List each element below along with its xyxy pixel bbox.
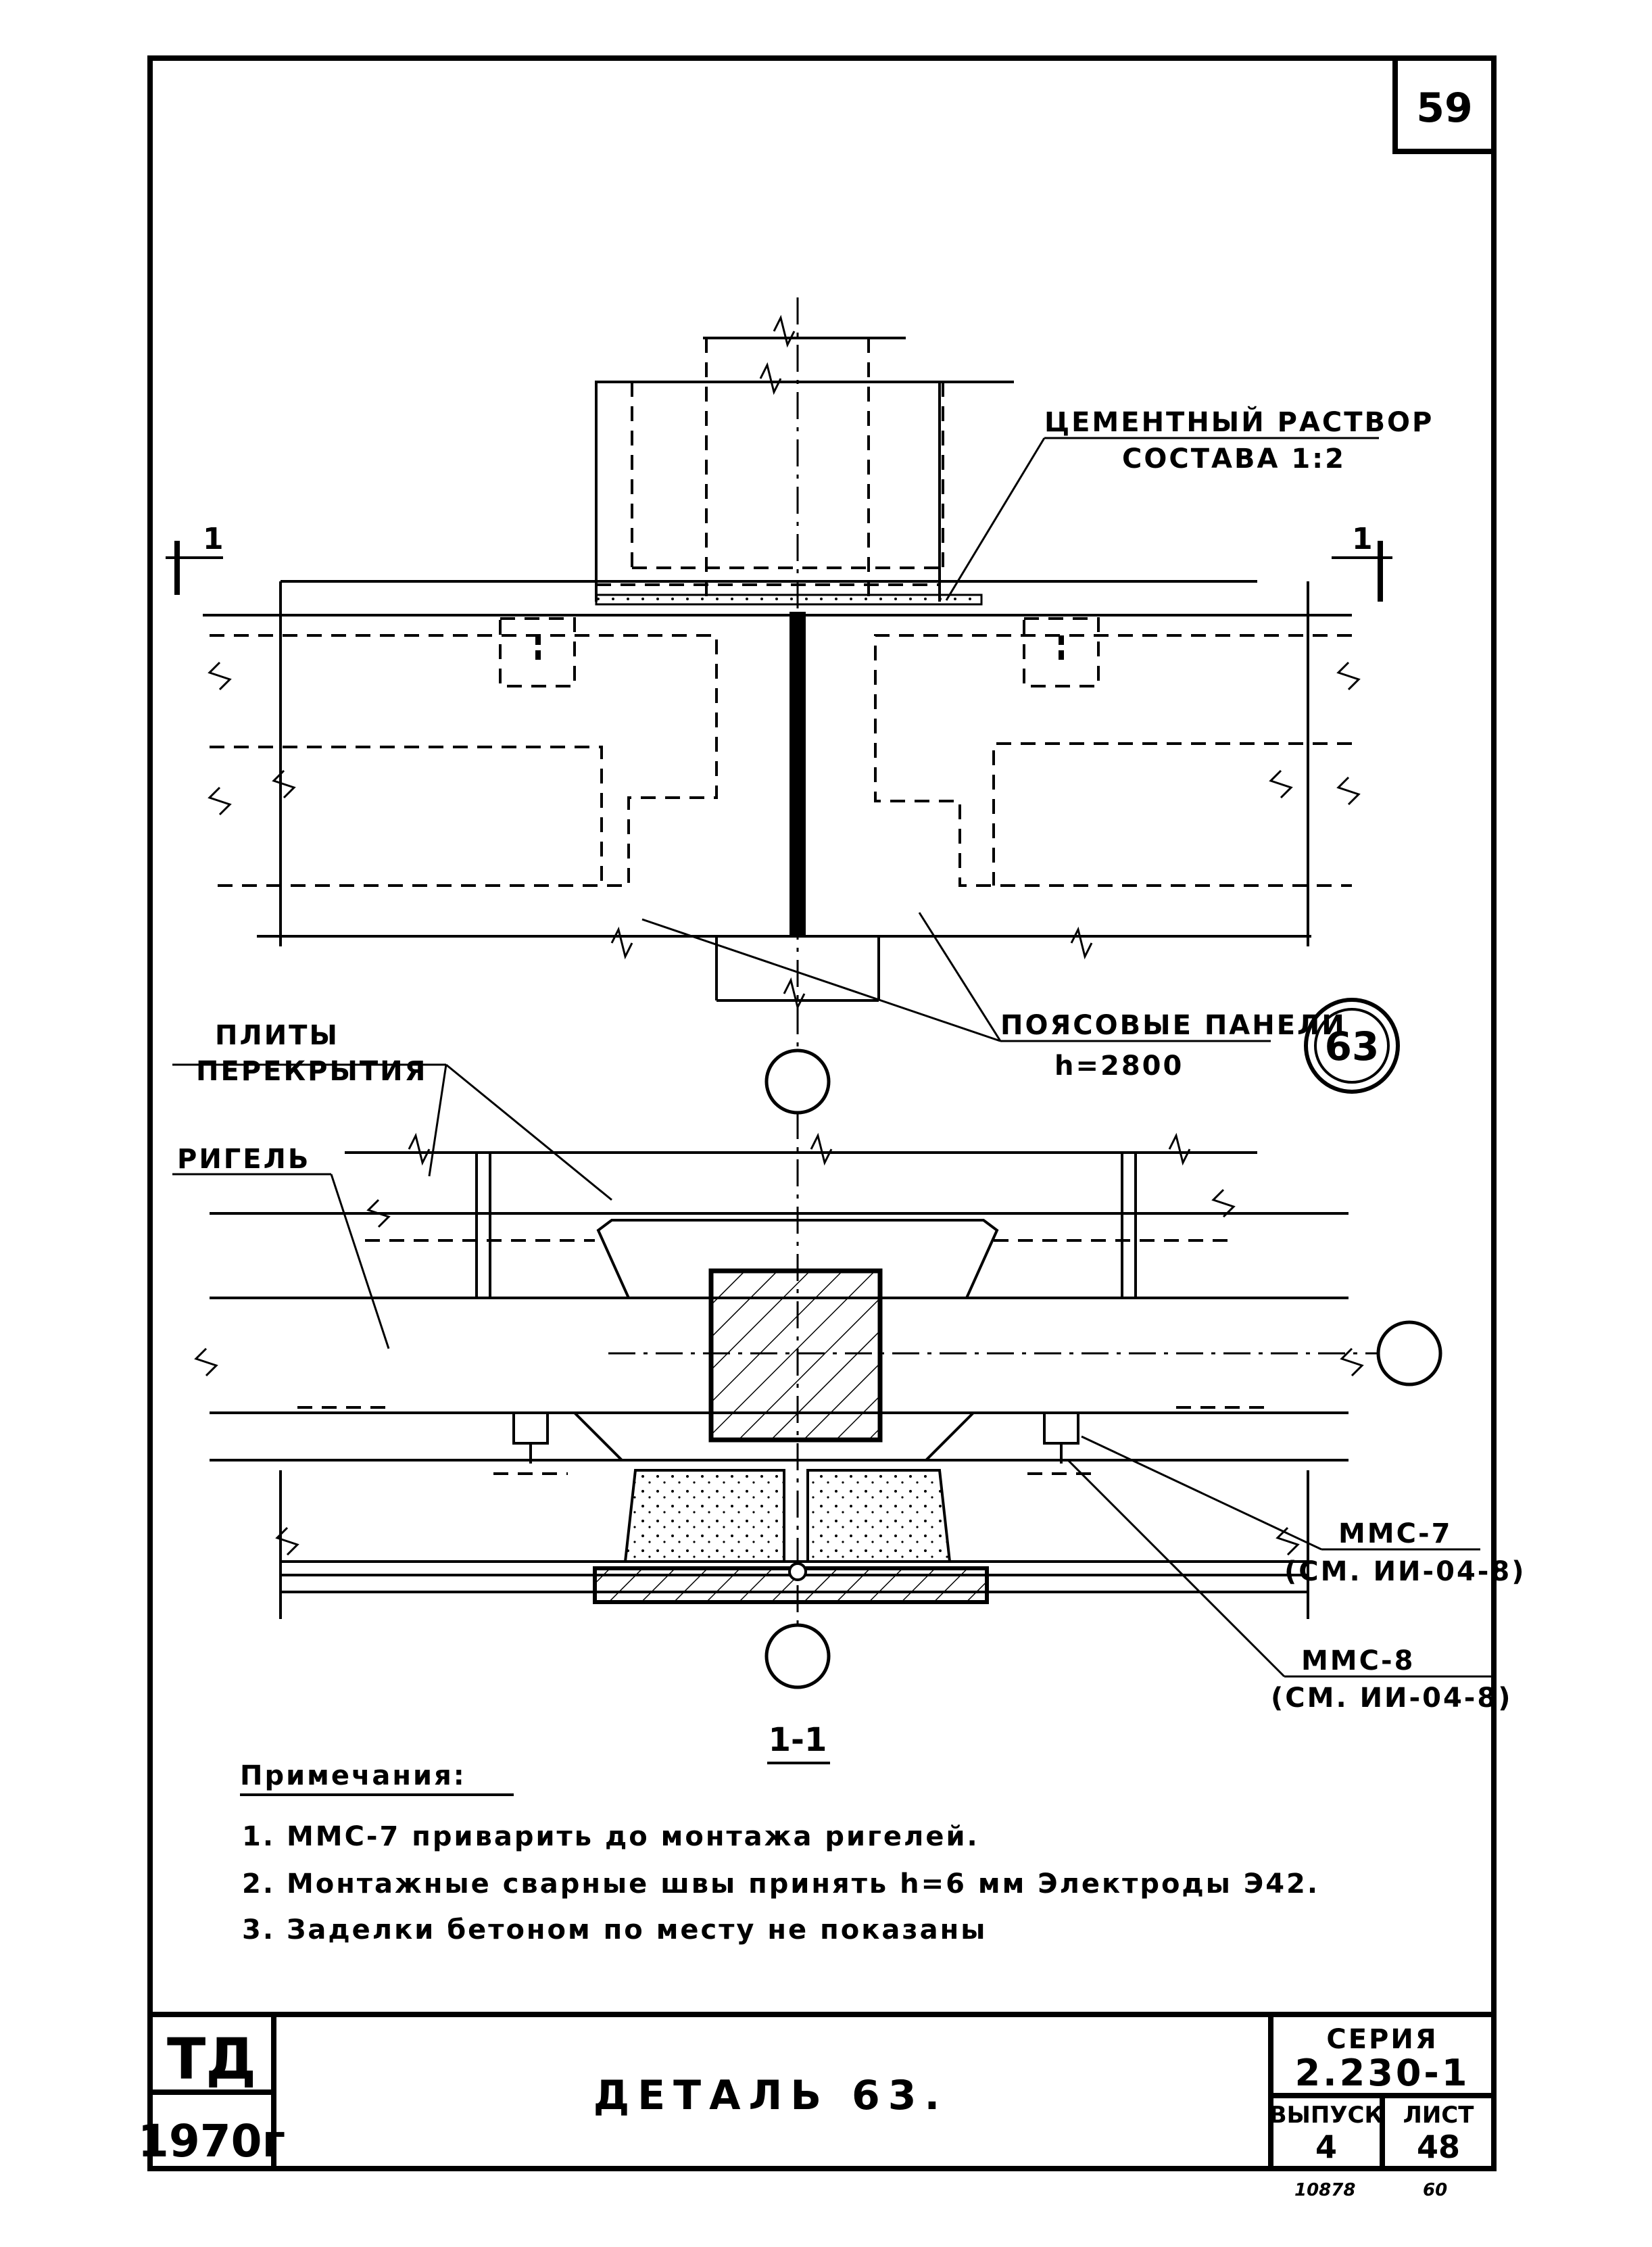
plan-view: 1 1 ЦЕМЕНТНЫЙ РАСТВОР СОСТАВА 1:2 ПОЯСОВ… [166, 297, 1434, 1115]
list-value: 48 [1417, 2129, 1460, 2165]
mms7-ref: (СМ. ИИ-04-8) [1284, 1556, 1526, 1587]
axis-bubble-2 [1376, 1320, 1442, 1386]
footer-left: 10878 [1294, 2180, 1355, 2200]
sheet-title: ДЕТАЛЬ 63. [593, 2072, 948, 2119]
note-2: 2. Монтажные сварные швы принять h=6 мм … [242, 1868, 1319, 1900]
issue-label: ВЫПУСК [1269, 2102, 1384, 2129]
notes-heading: Примечания: [240, 1760, 466, 1791]
cement-mortar-label-2: СОСТАВА 1:2 [1122, 443, 1346, 475]
girder-label: РИГЕЛЬ [177, 1144, 310, 1175]
section-title: 1-1 [769, 1721, 827, 1759]
td-label: ТД [167, 2026, 256, 2092]
svg-text:63: 63 [1325, 1023, 1380, 1069]
section-mark-right: 1 [1332, 522, 1392, 602]
panels-label: ПОЯСОВЫЕ ПАНЕЛИ [1000, 1010, 1346, 1041]
note-3: 3. Заделки бетоном по месту не показаны [242, 1914, 987, 1946]
mms7-label: ММС-7 [1338, 1518, 1452, 1549]
series-value: 2.230-1 [1295, 2052, 1470, 2094]
notes: Примечания: 1. ММС-7 приварить до монтаж… [240, 1760, 1319, 1946]
detail-number-circle: 63 [1304, 998, 1400, 1094]
axis-bubble-3 [764, 1623, 831, 1689]
cement-mortar-label: ЦЕМЕНТНЫЙ РАСТВОР [1044, 406, 1434, 438]
mms8-ref: (СМ. ИИ-04-8) [1271, 1683, 1513, 1714]
list-label: ЛИСТ [1403, 2102, 1475, 2129]
svg-text:1: 1 [203, 522, 224, 556]
section-view: ПЛИТЫ ПЕРЕКРЫТИЯ РИГЕЛЬ ММС-7 (СМ. ИИ-04… [172, 1020, 1526, 1764]
slabs-label: ПЛИТЫ [215, 1020, 339, 1051]
note-1: 1. ММС-7 приварить до монтажа ригелей. [242, 1821, 979, 1852]
sheet-number: 59 [1416, 84, 1473, 132]
axis-bubble-1 [764, 1048, 831, 1115]
section-mark-left: 1 [166, 522, 224, 595]
mms8-label: ММС-8 [1301, 1645, 1415, 1676]
issue-value: 4 [1315, 2129, 1337, 2165]
panels-label-2: h=2800 [1054, 1050, 1184, 1082]
year-label: 1970г [138, 2115, 285, 2167]
sheet-number-box: 59 [1392, 55, 1497, 154]
series-label: СЕРИЯ [1326, 2024, 1438, 2055]
svg-text:1: 1 [1352, 522, 1373, 556]
slabs-label-2: ПЕРЕКРЫТИЯ [196, 1056, 427, 1087]
title-block: ТД 1970г ДЕТАЛЬ 63. СЕРИЯ 2.230-1 ВЫПУСК… [138, 2012, 1494, 2200]
footer-right: 60 [1423, 2180, 1447, 2200]
sheet-frame [147, 55, 1497, 2171]
